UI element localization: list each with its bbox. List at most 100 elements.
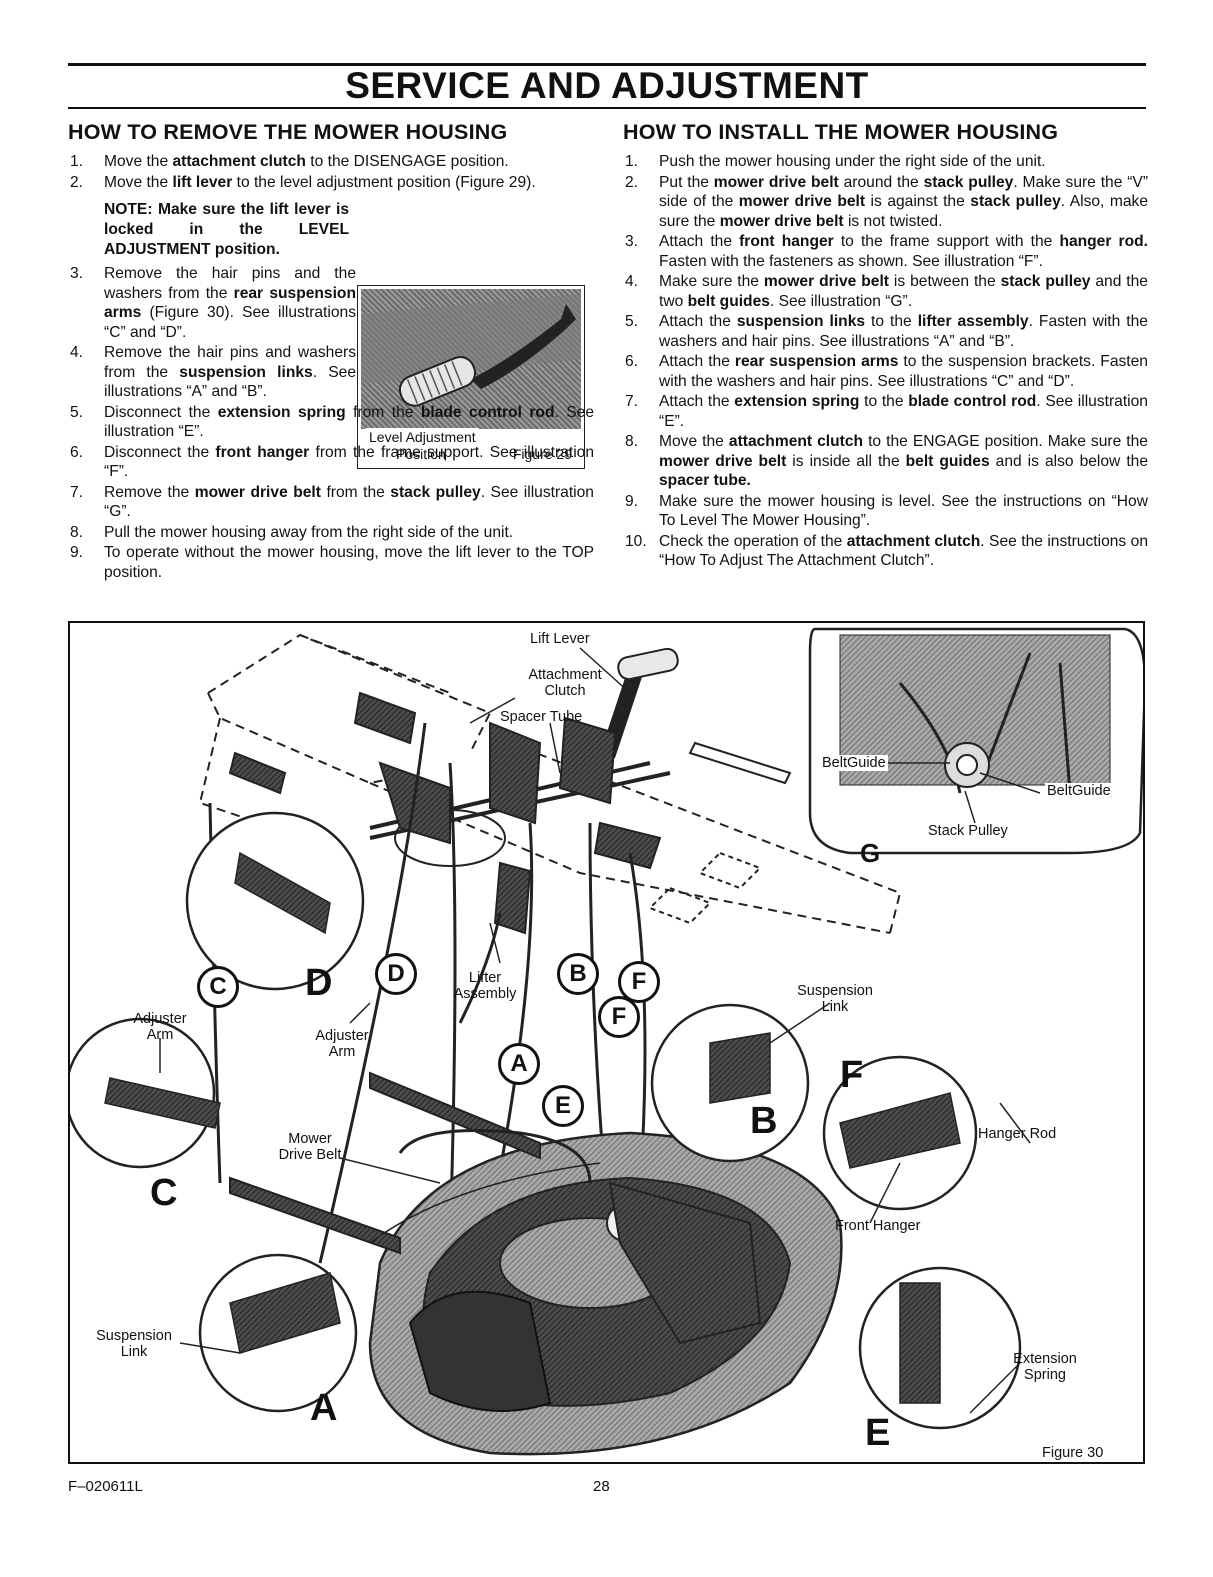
- step-number: 10.: [625, 532, 647, 550]
- step-text: Move the: [104, 173, 173, 191]
- circled-B: B: [557, 953, 599, 995]
- footer-code: F–020611L: [68, 1478, 143, 1495]
- install-steps: 1.Push the mower housing under the right…: [623, 152, 1148, 571]
- step-number: 7.: [625, 393, 639, 410]
- step-emphasis: lift lever: [172, 173, 233, 191]
- step-emphasis: stack pulley: [970, 193, 1061, 210]
- step-emphasis: suspension links: [179, 363, 313, 381]
- step-emphasis: suspension links: [736, 313, 866, 330]
- label-suspension-link-left: Suspension Link: [96, 1328, 172, 1360]
- step-text: . See illustration “G”.: [104, 483, 594, 521]
- circled-F-2: F: [598, 996, 640, 1038]
- step-text: and the two: [659, 273, 1148, 310]
- letter-E: E: [865, 1412, 891, 1454]
- step-text: Put the: [659, 173, 714, 191]
- install-step-8: 8.Move the attachment clutch to the ENGA…: [623, 432, 1148, 491]
- step-number: 4.: [70, 344, 84, 361]
- remove-steps-top: 1. Move the attachment clutch to the DISE…: [68, 152, 594, 192]
- step-text: Make sure the mower housing is level. Se…: [659, 492, 1148, 530]
- step-text: Attach the: [659, 393, 735, 410]
- step-text: Make sure the: [659, 273, 764, 290]
- circled-E: E: [542, 1085, 584, 1127]
- label-belt-guide-left: BeltGuide: [820, 755, 888, 771]
- label-hanger-rod: Hanger Rod: [978, 1126, 1057, 1142]
- label-extension-spring: Extension Spring: [1013, 1351, 1077, 1383]
- label-lift-lever: Lift Lever: [530, 631, 590, 647]
- install-step-4: 4.Make sure the mower drive belt is betw…: [623, 272, 1148, 311]
- step-text: from the frame support. See illustration…: [104, 443, 595, 481]
- step-number: 6.: [625, 353, 639, 370]
- remove-steps-mid: 3. Remove the hair pins and the washers f…: [68, 264, 594, 402]
- mower-assembly-drawing: [70, 627, 1143, 1456]
- label-mower-drive-belt: Mower Drive Belt: [278, 1131, 342, 1163]
- figure-29-photo: [361, 289, 581, 429]
- letter-A: A: [310, 1387, 338, 1429]
- circled-A: A: [498, 1043, 540, 1085]
- step-text: to the: [859, 393, 909, 410]
- step-number: 9.: [625, 492, 639, 510]
- callout-G-label: G: [860, 838, 881, 868]
- step-number: 3.: [70, 265, 84, 282]
- step-emphasis: lifter assembly: [917, 313, 1029, 330]
- step-text: Move the: [659, 433, 729, 450]
- step-number: 8.: [625, 433, 639, 450]
- step-text: Remove the: [104, 483, 195, 501]
- step-emphasis: extension spring: [734, 393, 860, 410]
- step-number: 2.: [70, 173, 84, 191]
- label-belt-guide-right: BeltGuide: [1045, 783, 1113, 799]
- step-text: . See illustrations “A” and “B”.: [104, 363, 356, 401]
- remove-step-4: 4.Remove the hair pins and washers from …: [68, 343, 356, 402]
- remove-step-6: 6.Disconnect the front hanger from the f…: [68, 443, 594, 482]
- remove-step-1: 1.Move the attachment clutch to the DISE…: [68, 152, 594, 172]
- step-emphasis: stack pulley: [1000, 273, 1091, 290]
- step-emphasis: mower drive belt: [659, 452, 787, 470]
- install-step-3: 3.Attach the front hanger to the frame s…: [623, 232, 1148, 271]
- step-emphasis: belt guides: [905, 452, 990, 470]
- letter-D: D: [305, 962, 333, 1004]
- step-text: Attach the: [659, 353, 735, 370]
- label-adjuster-arm-mid: Adjuster Arm: [315, 1028, 369, 1060]
- step-emphasis: mower drive belt: [719, 212, 844, 230]
- step-text: to the DISENGAGE position.: [305, 153, 509, 170]
- step-emphasis: extension spring: [217, 403, 346, 421]
- step-text: Attach the: [659, 313, 737, 330]
- step-text: . Make sure the “V” side of the: [659, 173, 1149, 211]
- lift-lever-photo-drawing: [361, 294, 581, 407]
- step-number: 1.: [70, 153, 84, 170]
- figure-29-label-line2: Position: [396, 446, 446, 462]
- remove-step-5: 5.Disconnect the extension spring from t…: [68, 403, 594, 442]
- lift-lever-grip: [617, 647, 679, 681]
- step-text: . See the instructions on “How To Adjust…: [659, 532, 1148, 570]
- step-text: Remove the hair pins and the washers fro…: [104, 265, 356, 302]
- install-step-6: 6.Attach the rear suspension arms to the…: [623, 352, 1148, 391]
- step-emphasis: mower drive belt: [713, 173, 839, 191]
- step-emphasis: attachment clutch: [172, 153, 306, 170]
- step-text: . See illustration “E”.: [104, 403, 594, 441]
- circled-D: D: [375, 953, 417, 995]
- step-emphasis: rear suspension arms: [104, 284, 356, 322]
- step-emphasis: front hanger: [215, 443, 310, 461]
- install-step-5: 5.Attach the suspension links to the lif…: [623, 312, 1148, 351]
- figure-29-caption: Figure 29: [512, 446, 572, 462]
- install-step-10: 10.Check the operation of the attachment…: [623, 532, 1148, 571]
- label-suspension-link-right: Suspension Link: [797, 983, 873, 1015]
- step-emphasis: mower drive belt: [738, 193, 866, 210]
- remove-steps-bottom: 5.Disconnect the extension spring from t…: [68, 403, 594, 583]
- step-number: 1.: [625, 153, 639, 170]
- label-lifter-assembly: Lifter Assembly: [453, 970, 517, 1002]
- step-text: To operate without the mower housing, mo…: [104, 544, 594, 581]
- install-step-9: 9. Make sure the mower housing is level. …: [623, 492, 1148, 531]
- step-emphasis: stack pulley: [923, 173, 1014, 191]
- figure-29-label-line1: Level Adjustment: [366, 428, 479, 448]
- step-emphasis: belt guides: [687, 292, 770, 310]
- install-section: HOW TO INSTALL THE MOWER HOUSING 1.Push …: [623, 118, 1148, 572]
- step-number: 7.: [70, 483, 84, 501]
- step-emphasis: hanger rod.: [1059, 233, 1148, 250]
- step-text: (Figure 30). See illustrations “C” and “…: [104, 304, 356, 341]
- step-text: . See illustration “G”.: [769, 292, 913, 310]
- install-heading: HOW TO INSTALL THE MOWER HOUSING: [623, 120, 1059, 144]
- step-text: . Also, make sure the: [659, 193, 1149, 230]
- note-block: NOTE: Make sure the lift lever is locked…: [68, 200, 594, 469]
- step-text: and is also below the: [989, 452, 1149, 470]
- step-number: 5.: [625, 313, 639, 330]
